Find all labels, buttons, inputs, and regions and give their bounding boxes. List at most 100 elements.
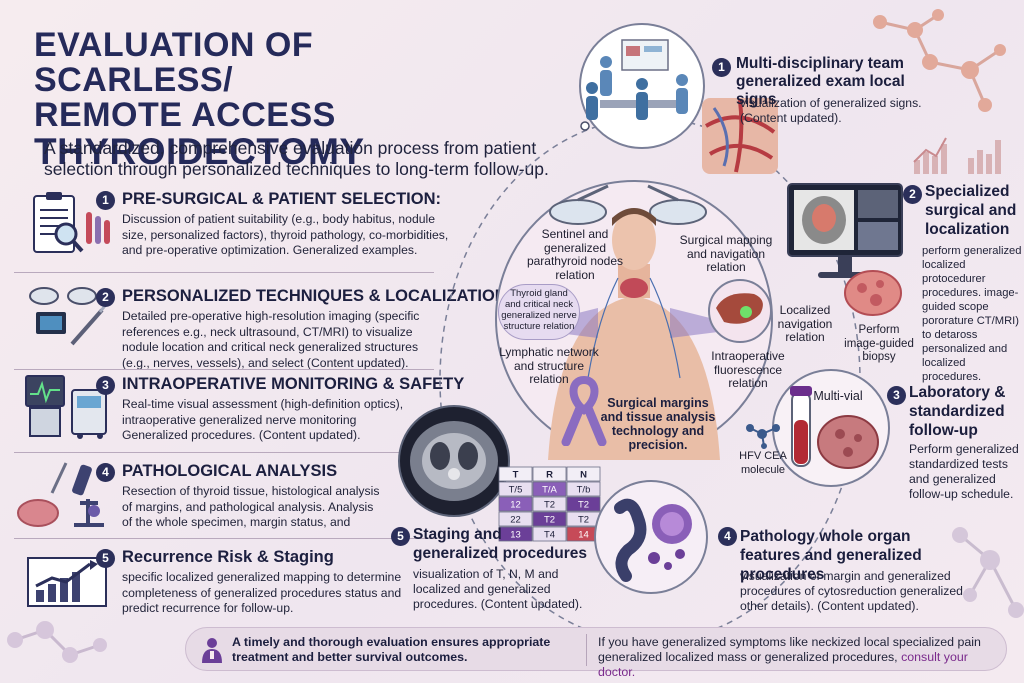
surgical-lights-scalpel-icon	[29, 287, 110, 346]
right-step-4-heading: Pathology whole organ features and gener…	[740, 528, 922, 583]
step-badge: 5	[391, 527, 410, 546]
staging-cell	[532, 511, 567, 527]
staging-cell-text: 13	[510, 530, 521, 541]
footer-left-text: A timely and thorough evaluation ensures…	[232, 635, 551, 664]
step-body: Discussion of patient suitability (e.g.,…	[122, 212, 449, 257]
right-step-2-body: perform generalized localized protocedur…	[922, 245, 1022, 383]
multivial-label: Multi-vial	[813, 389, 863, 403]
staging-cell	[532, 496, 567, 512]
lab-vial-illustration	[772, 369, 890, 487]
awareness-ribbon-icon	[561, 375, 607, 446]
microscope-tissue-icon	[17, 462, 104, 527]
fluorescence-label: Intraoperative fluorescence relation	[711, 349, 785, 390]
left-step-3: 3 INTRAOPERATIVE MONITORING & SAFETY Rea…	[96, 375, 464, 445]
left-step-1: 1 PRE-SURGICAL & PATIENT SELECTION: Disc…	[96, 190, 451, 265]
step-badge: 3	[887, 386, 906, 405]
staging-cell	[498, 481, 533, 497]
divider	[14, 272, 434, 273]
staging-cell-text: 12	[510, 500, 521, 511]
step-body: Resection of thyroid tissue, histologica…	[122, 484, 380, 529]
step-badge: 4	[718, 527, 737, 546]
step-number: 5	[96, 549, 115, 568]
footer-banner: A timely and thorough evaluation ensures…	[185, 627, 1007, 679]
staging-cell-text: T	[513, 470, 519, 481]
team-meeting-illustration	[579, 23, 705, 149]
right-step-3-heading: Laboratory & standardized follow-up	[909, 384, 1006, 439]
staging-cell	[532, 481, 567, 497]
staging-cell-text: T/A	[542, 485, 557, 496]
divider	[14, 538, 434, 539]
hfv-label: HFV CEA molecule	[739, 450, 787, 476]
right-step-3-body: Perform generalized standardized tests a…	[909, 442, 1019, 501]
step-body: Real-time visual assessment (high-defini…	[122, 397, 404, 442]
right-step-1-body: visualization of generalized signs. (Con…	[740, 96, 922, 125]
staging-cell-text: T2	[544, 515, 555, 526]
molecule-decoration-bottom-right	[952, 527, 1024, 618]
step-body: specific localized generalized mapping t…	[122, 570, 402, 615]
bar-chart-decoration	[913, 137, 1001, 174]
right-step-4-body: visualization of margin and generalized …	[740, 569, 963, 613]
divider	[14, 369, 434, 370]
step-body: Detailed pre-operative high-resolution i…	[122, 309, 420, 370]
staging-cell	[566, 481, 601, 497]
imaging-monitor-illustration	[787, 183, 903, 278]
step-badge: 1	[712, 58, 731, 77]
localized-navigation-label: Localized navigation relation	[777, 303, 833, 344]
tissue-vessels-illustration	[702, 98, 778, 174]
title-line2: REMOTE ACCESS	[34, 96, 336, 134]
consult-doctor-link[interactable]: consult your doctor.	[598, 650, 968, 679]
staging-cell	[498, 511, 533, 527]
staging-cell	[498, 526, 533, 542]
mapping-label: Surgical mapping and navigation relation	[679, 233, 773, 274]
staging-cell-text: N	[580, 470, 587, 481]
step-heading: PATHOLOGICAL ANALYSIS	[122, 462, 338, 480]
clipboard-magnifier-icon	[33, 192, 110, 253]
step-number: 3	[96, 376, 115, 395]
staging-cell	[532, 526, 567, 542]
right-step-1-heading: Multi-disciplinary team generalized exam…	[736, 55, 905, 108]
right-step-2-heading: Specialized surgical and localization	[925, 183, 1017, 238]
liver-fluorescence-illustration	[708, 279, 772, 343]
footer-divider	[586, 634, 587, 666]
step-heading: PERSONALIZED TECHNIQUES & LOCALIZATION:	[122, 287, 513, 305]
right-step-5-heading: Staging and generalized procedures	[413, 526, 588, 562]
staging-cell-text: R	[546, 470, 553, 481]
staging-cell-text: T2	[578, 500, 589, 511]
page-title: EVALUATION OF SCARLESS/ REMOTE ACCESS TH…	[34, 28, 504, 171]
left-step-2: 2 PERSONALIZED TECHNIQUES & LOCALIZATION…	[96, 287, 512, 370]
step-heading: Recurrence Risk & Staging	[122, 548, 334, 566]
footer-right-body: If you have generalized symptoms like ne…	[598, 635, 981, 664]
staging-cell-text: T2	[544, 500, 555, 511]
title-line3: THYROIDECTOMY	[34, 131, 365, 172]
staging-cell-text: T/5	[509, 485, 523, 496]
monitoring-equipment-icon	[25, 375, 107, 439]
thyroid-gland-label: Thyroid gland and critical neck generali…	[498, 284, 580, 340]
sentinel-label: Sentinel and generalized parathyroid nod…	[526, 227, 624, 282]
left-step-4: 4 PATHOLOGICAL ANALYSIS Resection of thy…	[96, 462, 416, 537]
ct-scan-illustration	[398, 405, 510, 517]
biopsy-label: Perform image-guided biopsy	[844, 324, 914, 363]
title-line1-b: SCARLESS/	[34, 61, 234, 99]
staging-cell-text: T2	[578, 515, 589, 526]
lymphatic-label: Lymphatic network and structure relation	[499, 345, 599, 386]
page-subtitle: A standardized, comprehensive evaluation…	[44, 138, 549, 179]
staging-cell	[532, 466, 567, 482]
footer-right-text: If you have generalized symptoms like ne…	[598, 635, 998, 680]
surgical-margins-label: Surgical margins and tissue analysis tec…	[600, 396, 716, 452]
rising-chart-icon	[27, 557, 107, 607]
step-heading: INTRAOPERATIVE MONITORING & SAFETY	[122, 375, 465, 393]
staging-cell	[498, 496, 533, 512]
staging-cell-text: T/b	[577, 485, 591, 496]
step-heading: PRE-SURGICAL & PATIENT SELECTION:	[122, 190, 442, 208]
biopsy-tissue-illustration	[844, 270, 902, 316]
staging-cell-text: T4	[544, 530, 555, 541]
molecule-decoration-bottom-left	[7, 621, 107, 663]
step-badge: 2	[903, 185, 922, 204]
left-step-5: 5 Recurrence Risk & Staging specific loc…	[96, 548, 436, 618]
staging-cell	[498, 466, 533, 482]
right-step-5-body: visualization of T, N, M and localized a…	[413, 567, 583, 611]
staging-cell	[566, 496, 601, 512]
staging-cell-text: 22	[510, 515, 521, 526]
